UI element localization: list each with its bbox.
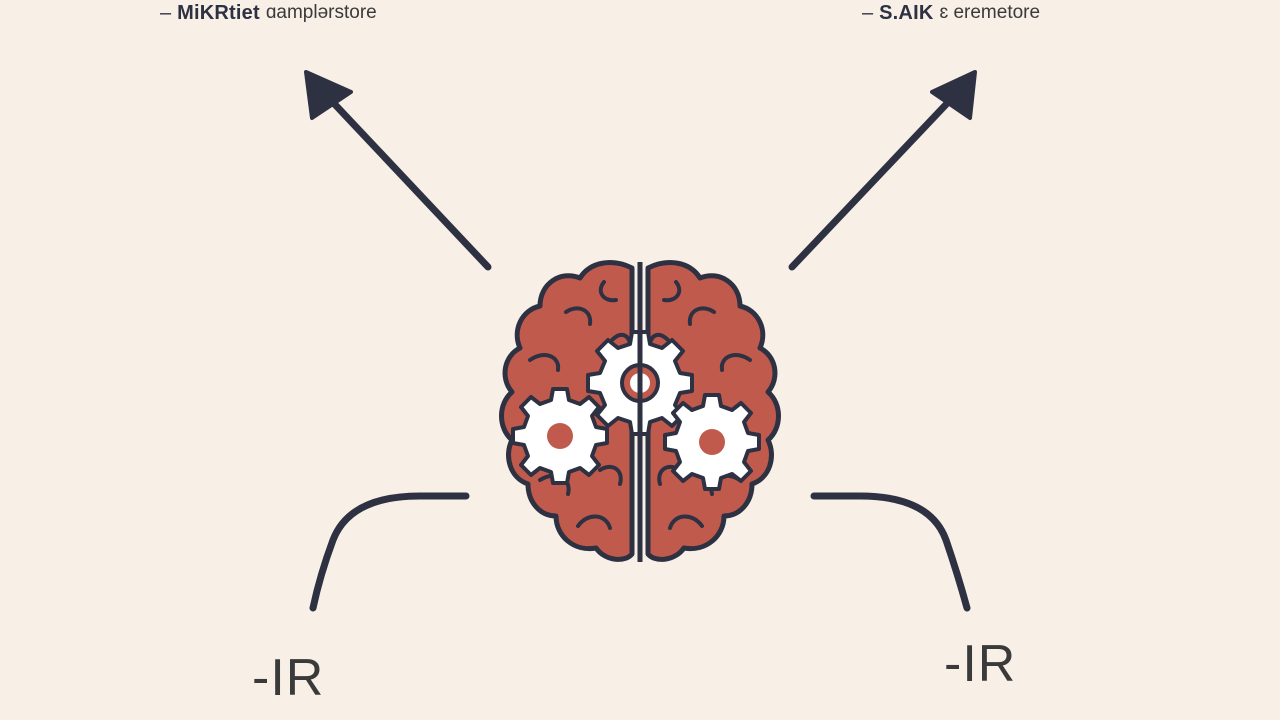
top-right-dash: –: [862, 1, 874, 24]
gear-icon-left: [511, 387, 609, 485]
top-right-label-title: S.AIK: [879, 1, 934, 24]
top-left-label-subtitle: ɑamplərstore: [265, 2, 377, 23]
bottom-left-label: -IR: [252, 649, 325, 707]
top-left-label-title: MiKRtiet: [177, 1, 260, 24]
gear-icon-right: [663, 393, 761, 491]
curve-connector-right: [810, 492, 971, 612]
brain-with-gears-icon: [499, 260, 781, 562]
top-right-label: – S.AIK ɛ eremetore: [862, 0, 1040, 26]
curve-connector-left: [309, 492, 470, 612]
top-left-label: – MiKRtiet ɑamplərstore: [160, 0, 377, 26]
top-right-label-subtitle: ɛ eremetore: [939, 2, 1041, 23]
bottom-right-label: -IR: [944, 635, 1017, 693]
top-left-dash: –: [160, 1, 172, 24]
arrow-up-right-icon: [788, 70, 977, 271]
arrow-up-left-icon: [304, 70, 492, 271]
